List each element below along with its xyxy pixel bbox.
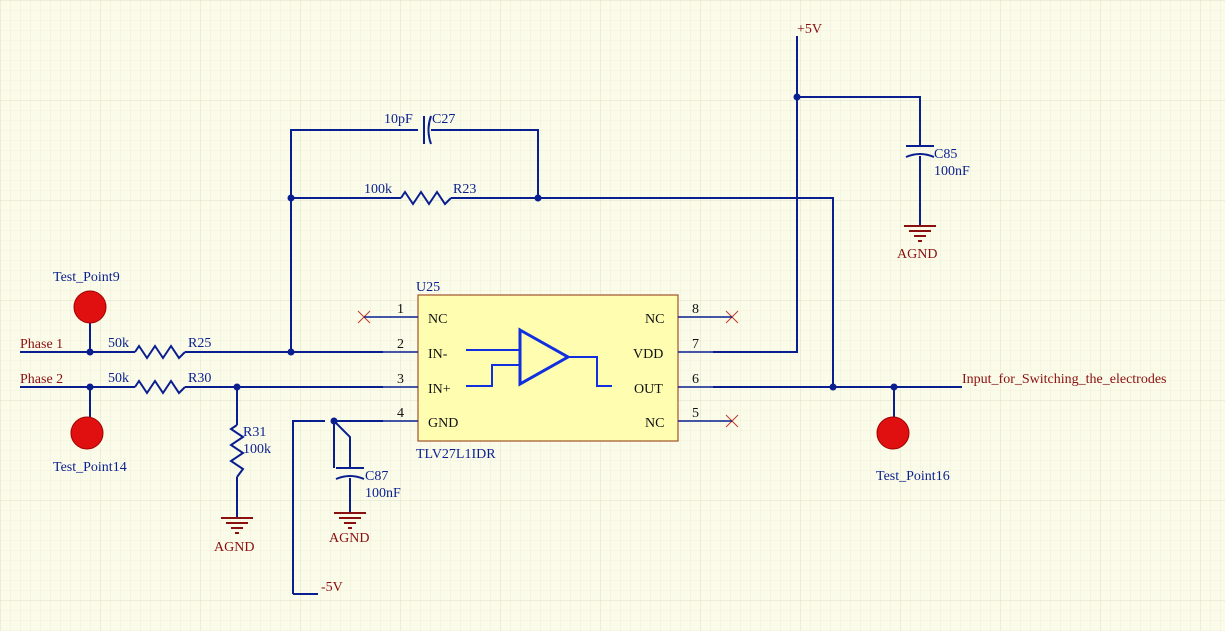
junction-tp14 (86, 383, 94, 391)
junction-tp9 (86, 348, 94, 356)
resistor-r23[interactable]: 100k R23 (364, 182, 476, 206)
pin1-name: NC (428, 312, 447, 327)
resistor-r25[interactable]: 50k R25 (108, 336, 211, 360)
no-connect-marks (357, 310, 739, 428)
agnd-r31-label: AGND (214, 540, 254, 555)
wire-feedback-r23-right[interactable] (451, 197, 834, 387)
c87-value: 100nF (365, 486, 401, 501)
r25-value: 50k (108, 336, 129, 351)
r23-value: 100k (364, 182, 392, 197)
tp9-label: Test_Point9 (53, 270, 120, 285)
opamp-triangle-icon (466, 327, 612, 387)
junction-r31 (233, 383, 241, 391)
agnd-c85-label: AGND (897, 247, 937, 262)
r30-ref: R30 (188, 371, 211, 386)
r31-value: 100k (243, 442, 271, 457)
wires (20, 42, 962, 594)
pin3-num: 3 (397, 372, 404, 387)
pin8-num: 8 (692, 302, 699, 317)
r31-ref: R31 (243, 425, 266, 440)
test-point-16[interactable]: Test_Point16 (876, 416, 950, 484)
wire-neg5v[interactable] (292, 420, 325, 594)
test-point-9[interactable]: Test_Point9 (53, 270, 120, 324)
pin4-num: 4 (397, 406, 404, 421)
resistor-r31[interactable]: R31 100k (229, 424, 271, 478)
junctions (86, 93, 898, 425)
wire-vdd[interactable] (713, 42, 798, 353)
c27-value: 10pF (384, 112, 413, 127)
agnd-c87-label: AGND (329, 531, 369, 546)
vcc-label: +5V (797, 22, 822, 37)
power-port-vee: -5V (293, 580, 343, 595)
net-label-output: Input_for_Switching_the_electrodes (962, 372, 1167, 387)
pin6-name: OUT (634, 382, 663, 397)
pin6-num: 6 (692, 372, 699, 387)
c85-value: 100nF (934, 164, 970, 179)
pin4-name: GND (428, 416, 458, 431)
tp14-label: Test_Point14 (53, 460, 127, 475)
r25-ref: R25 (188, 336, 211, 351)
wire-c85[interactable] (797, 96, 921, 146)
wire-c87-bend[interactable] (333, 420, 351, 468)
vee-label: -5V (321, 580, 343, 595)
pin2-name: IN- (428, 347, 448, 362)
pin1-num: 1 (397, 302, 404, 317)
c85-ref: C85 (934, 147, 957, 162)
pin5-num: 5 (692, 406, 699, 421)
opamp-ref: U25 (416, 280, 440, 295)
junction-feedback-inminus (287, 348, 295, 356)
r23-ref: R23 (453, 182, 476, 197)
pin2-num: 2 (397, 337, 404, 352)
capacitor-c27[interactable]: 10pF C27 (384, 112, 455, 145)
pin7-num: 7 (692, 337, 699, 352)
test-point-14[interactable]: Test_Point14 (53, 416, 127, 475)
capacitor-c85[interactable]: C85 100nF (905, 145, 970, 179)
pin8-name: NC (645, 312, 664, 327)
agnd-symbol-r31: AGND (214, 517, 254, 555)
tp16-label: Test_Point16 (876, 469, 950, 484)
junction-gnd-pin4 (330, 417, 338, 425)
wire-feedback-c27-right[interactable] (431, 129, 539, 198)
pin7-name: VDD (633, 347, 663, 362)
capacitor-c87[interactable]: C87 100nF (335, 467, 401, 501)
c27-ref: C27 (432, 112, 455, 127)
r30-value: 50k (108, 371, 129, 386)
resistor-r30[interactable]: 50k R30 (108, 371, 211, 395)
agnd-symbol-c85: AGND (897, 225, 937, 262)
net-label-phase1: Phase 1 (20, 337, 63, 352)
junction-output-feedback (829, 383, 837, 391)
net-label-phase2: Phase 2 (20, 372, 63, 387)
junction-feedback-top-right (534, 194, 542, 202)
wire-feedback-left[interactable] (290, 129, 418, 352)
agnd-symbol-c87: AGND (329, 512, 369, 546)
pin5-name: NC (645, 416, 664, 431)
opamp-u25[interactable]: U25 TLV27L1IDR 1 2 3 4 8 7 6 5 NC IN- IN… (383, 280, 713, 462)
opamp-part: TLV27L1IDR (416, 447, 496, 462)
pin3-name: IN+ (428, 382, 451, 397)
junction-feedback-top-left (287, 194, 295, 202)
junction-vdd-c85 (793, 93, 801, 101)
junction-tp16 (890, 383, 898, 391)
power-port-vcc: +5V (796, 22, 822, 42)
c87-ref: C87 (365, 469, 388, 484)
